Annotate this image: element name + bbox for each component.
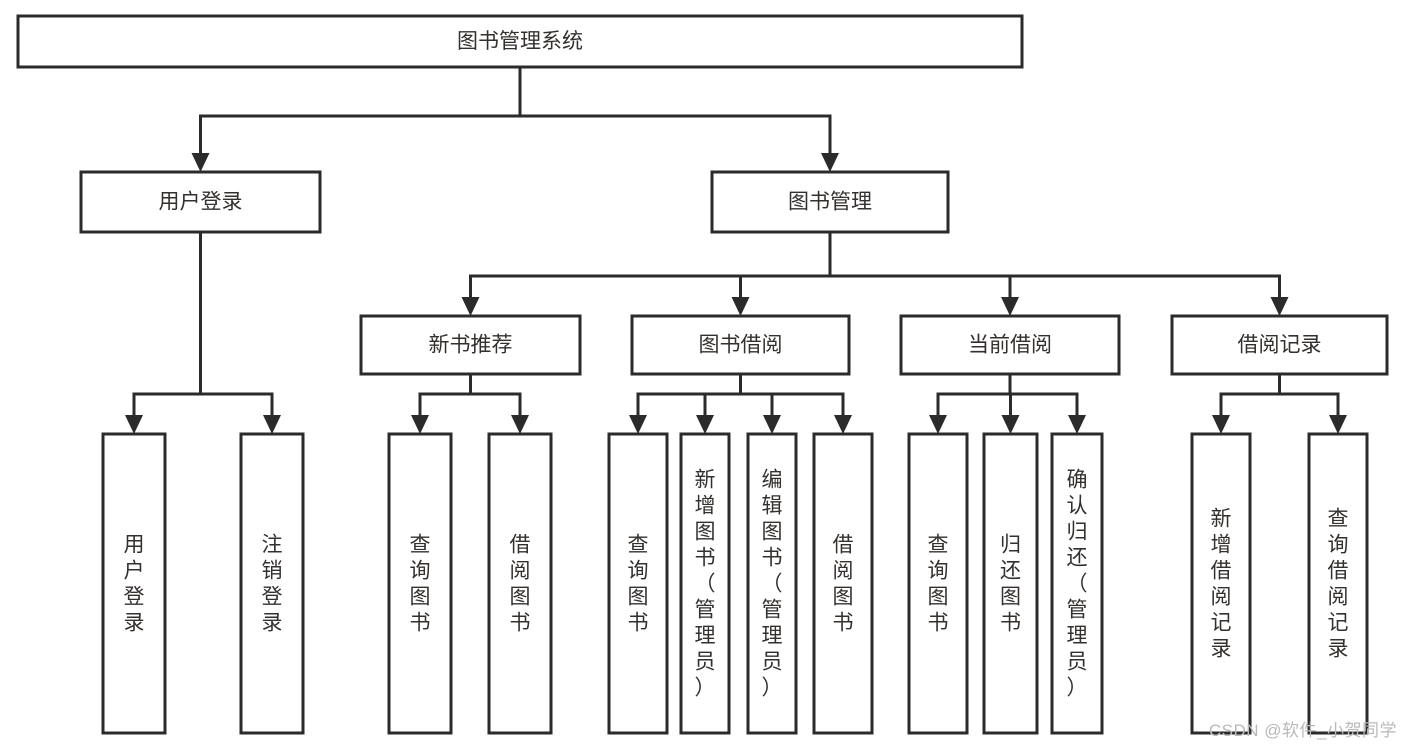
node-label-leaf-return-book: 归还图书 (1000, 534, 1021, 635)
node-label-leaf-add-borrow-record: 新增借阅记录 (1211, 508, 1232, 661)
node-box-leaf-query-book-borrow[interactable] (607, 432, 669, 735)
node-label-leaf-borrow-book: 借阅图书 (833, 534, 854, 635)
node-label-current-borrow: 当前借阅 (968, 334, 1052, 357)
connector-group-new-book-recommend (411, 372, 529, 434)
node-box-borrow-record[interactable] (1170, 314, 1389, 376)
arrow-head-leaf-borrow-book (834, 415, 852, 434)
node-user-login[interactable]: 用户登录 (79, 170, 322, 234)
node-root[interactable]: 图书管理系统 (16, 14, 1024, 69)
node-borrow-record[interactable]: 借阅记录 (1170, 314, 1389, 376)
node-leaf-add-book-admin[interactable]: 新增图书（管理员） (679, 432, 731, 735)
node-label-book-borrow: 图书借阅 (699, 334, 783, 357)
connector-group-book-management (461, 230, 1289, 316)
arrow-head-leaf-logout-login (263, 415, 281, 434)
node-label-leaf-add-book-admin: 新增图书（管理员） (695, 469, 716, 700)
node-label-leaf-query-borrow-record: 查询借阅记录 (1328, 508, 1349, 661)
node-label-leaf-borrow-book-rec: 借阅图书 (510, 534, 531, 635)
node-leaf-return-book[interactable]: 归还图书 (982, 432, 1039, 735)
node-box-leaf-user-login[interactable] (101, 432, 167, 735)
node-leaf-query-book-rec[interactable]: 查询图书 (387, 432, 453, 735)
node-box-leaf-borrow-book[interactable] (812, 432, 874, 735)
node-box-leaf-add-borrow-record[interactable] (1190, 432, 1252, 735)
node-leaf-borrow-book[interactable]: 借阅图书 (812, 432, 874, 735)
node-label-root: 图书管理系统 (457, 30, 583, 53)
node-leaf-logout-login[interactable]: 注销登录 (239, 432, 305, 735)
arrow-head-leaf-edit-book-admin (763, 415, 781, 434)
connector-group-root (191, 65, 839, 172)
node-leaf-query-borrow-record[interactable]: 查询借阅记录 (1307, 432, 1369, 735)
node-box-current-borrow[interactable] (899, 314, 1121, 376)
node-label-leaf-query-book-current: 查询图书 (928, 534, 949, 635)
node-leaf-confirm-return-admin[interactable]: 确认归还（管理员） (1050, 432, 1104, 735)
node-box-leaf-edit-book-admin[interactable] (746, 432, 798, 735)
arrow-head-leaf-query-book-rec (411, 415, 429, 434)
node-new-book-recommend[interactable]: 新书推荐 (359, 314, 582, 376)
node-label-leaf-edit-book-admin: 编辑图书（管理员） (762, 469, 783, 700)
node-box-new-book-recommend[interactable] (359, 314, 582, 376)
arrow-head-user-login (191, 153, 210, 172)
node-box-leaf-query-book-current[interactable] (907, 432, 969, 735)
node-box-root[interactable] (16, 14, 1024, 69)
node-label-leaf-query-book-rec: 查询图书 (410, 534, 431, 635)
node-box-leaf-confirm-return-admin[interactable] (1050, 432, 1104, 735)
node-label-new-book-recommend: 新书推荐 (429, 334, 513, 357)
arrow-head-leaf-borrow-book-rec (511, 415, 529, 434)
node-label-borrow-record: 借阅记录 (1238, 334, 1322, 357)
node-leaf-borrow-book-rec[interactable]: 借阅图书 (487, 432, 553, 735)
arrow-head-leaf-query-book-borrow (629, 415, 647, 434)
arrow-head-current-borrow (1001, 297, 1019, 316)
node-box-user-login[interactable] (79, 170, 322, 234)
arrow-head-leaf-query-borrow-record (1329, 415, 1347, 434)
node-label-leaf-query-book-borrow: 查询图书 (628, 534, 649, 635)
node-leaf-add-borrow-record[interactable]: 新增借阅记录 (1190, 432, 1252, 735)
node-box-leaf-query-book-rec[interactable] (387, 432, 453, 735)
node-label-book-management: 图书管理 (788, 191, 872, 214)
node-box-leaf-query-borrow-record[interactable] (1307, 432, 1369, 735)
connector-layer (125, 65, 1347, 434)
arrow-head-borrow-record (1270, 297, 1289, 316)
arrow-head-leaf-return-book (1001, 415, 1020, 434)
arrow-head-leaf-user-login (125, 415, 143, 434)
node-box-book-borrow[interactable] (630, 314, 851, 376)
node-leaf-edit-book-admin[interactable]: 编辑图书（管理员） (746, 432, 798, 735)
node-book-borrow[interactable]: 图书借阅 (630, 314, 851, 376)
arrow-head-leaf-query-book-current (929, 415, 947, 434)
node-book-management[interactable]: 图书管理 (710, 170, 950, 234)
node-leaf-user-login[interactable]: 用户登录 (101, 432, 167, 735)
node-label-user-login: 用户登录 (159, 191, 243, 214)
arrow-head-new-book-recommend (461, 297, 480, 316)
connector-group-book-borrow (629, 372, 852, 434)
arrow-head-book-management (821, 153, 839, 172)
node-box-leaf-borrow-book-rec[interactable] (487, 432, 553, 735)
node-label-leaf-logout-login: 注销登录 (262, 534, 283, 635)
node-label-leaf-confirm-return-admin: 确认归还（管理员） (1067, 469, 1088, 700)
node-leaf-query-book-borrow[interactable]: 查询图书 (607, 432, 669, 735)
arrow-head-book-borrow (731, 297, 750, 316)
connector-group-current-borrow (929, 372, 1086, 434)
connector-group-borrow-record (1212, 372, 1347, 434)
node-current-borrow[interactable]: 当前借阅 (899, 314, 1121, 376)
node-label-leaf-user-login: 用户登录 (124, 534, 145, 635)
arrow-head-leaf-add-book-admin (696, 415, 714, 434)
node-layer: 图书管理系统用户登录图书管理新书推荐图书借阅当前借阅借阅记录用户登录注销登录查询… (16, 14, 1389, 735)
arrow-head-leaf-add-borrow-record (1212, 415, 1230, 434)
connector-group-user-login (125, 230, 281, 434)
node-box-leaf-return-book[interactable] (982, 432, 1039, 735)
node-box-leaf-logout-login[interactable] (239, 432, 305, 735)
node-leaf-query-book-current[interactable]: 查询图书 (907, 432, 969, 735)
node-box-leaf-add-book-admin[interactable] (679, 432, 731, 735)
node-box-book-management[interactable] (710, 170, 950, 234)
arrow-head-leaf-confirm-return-admin (1068, 415, 1086, 434)
